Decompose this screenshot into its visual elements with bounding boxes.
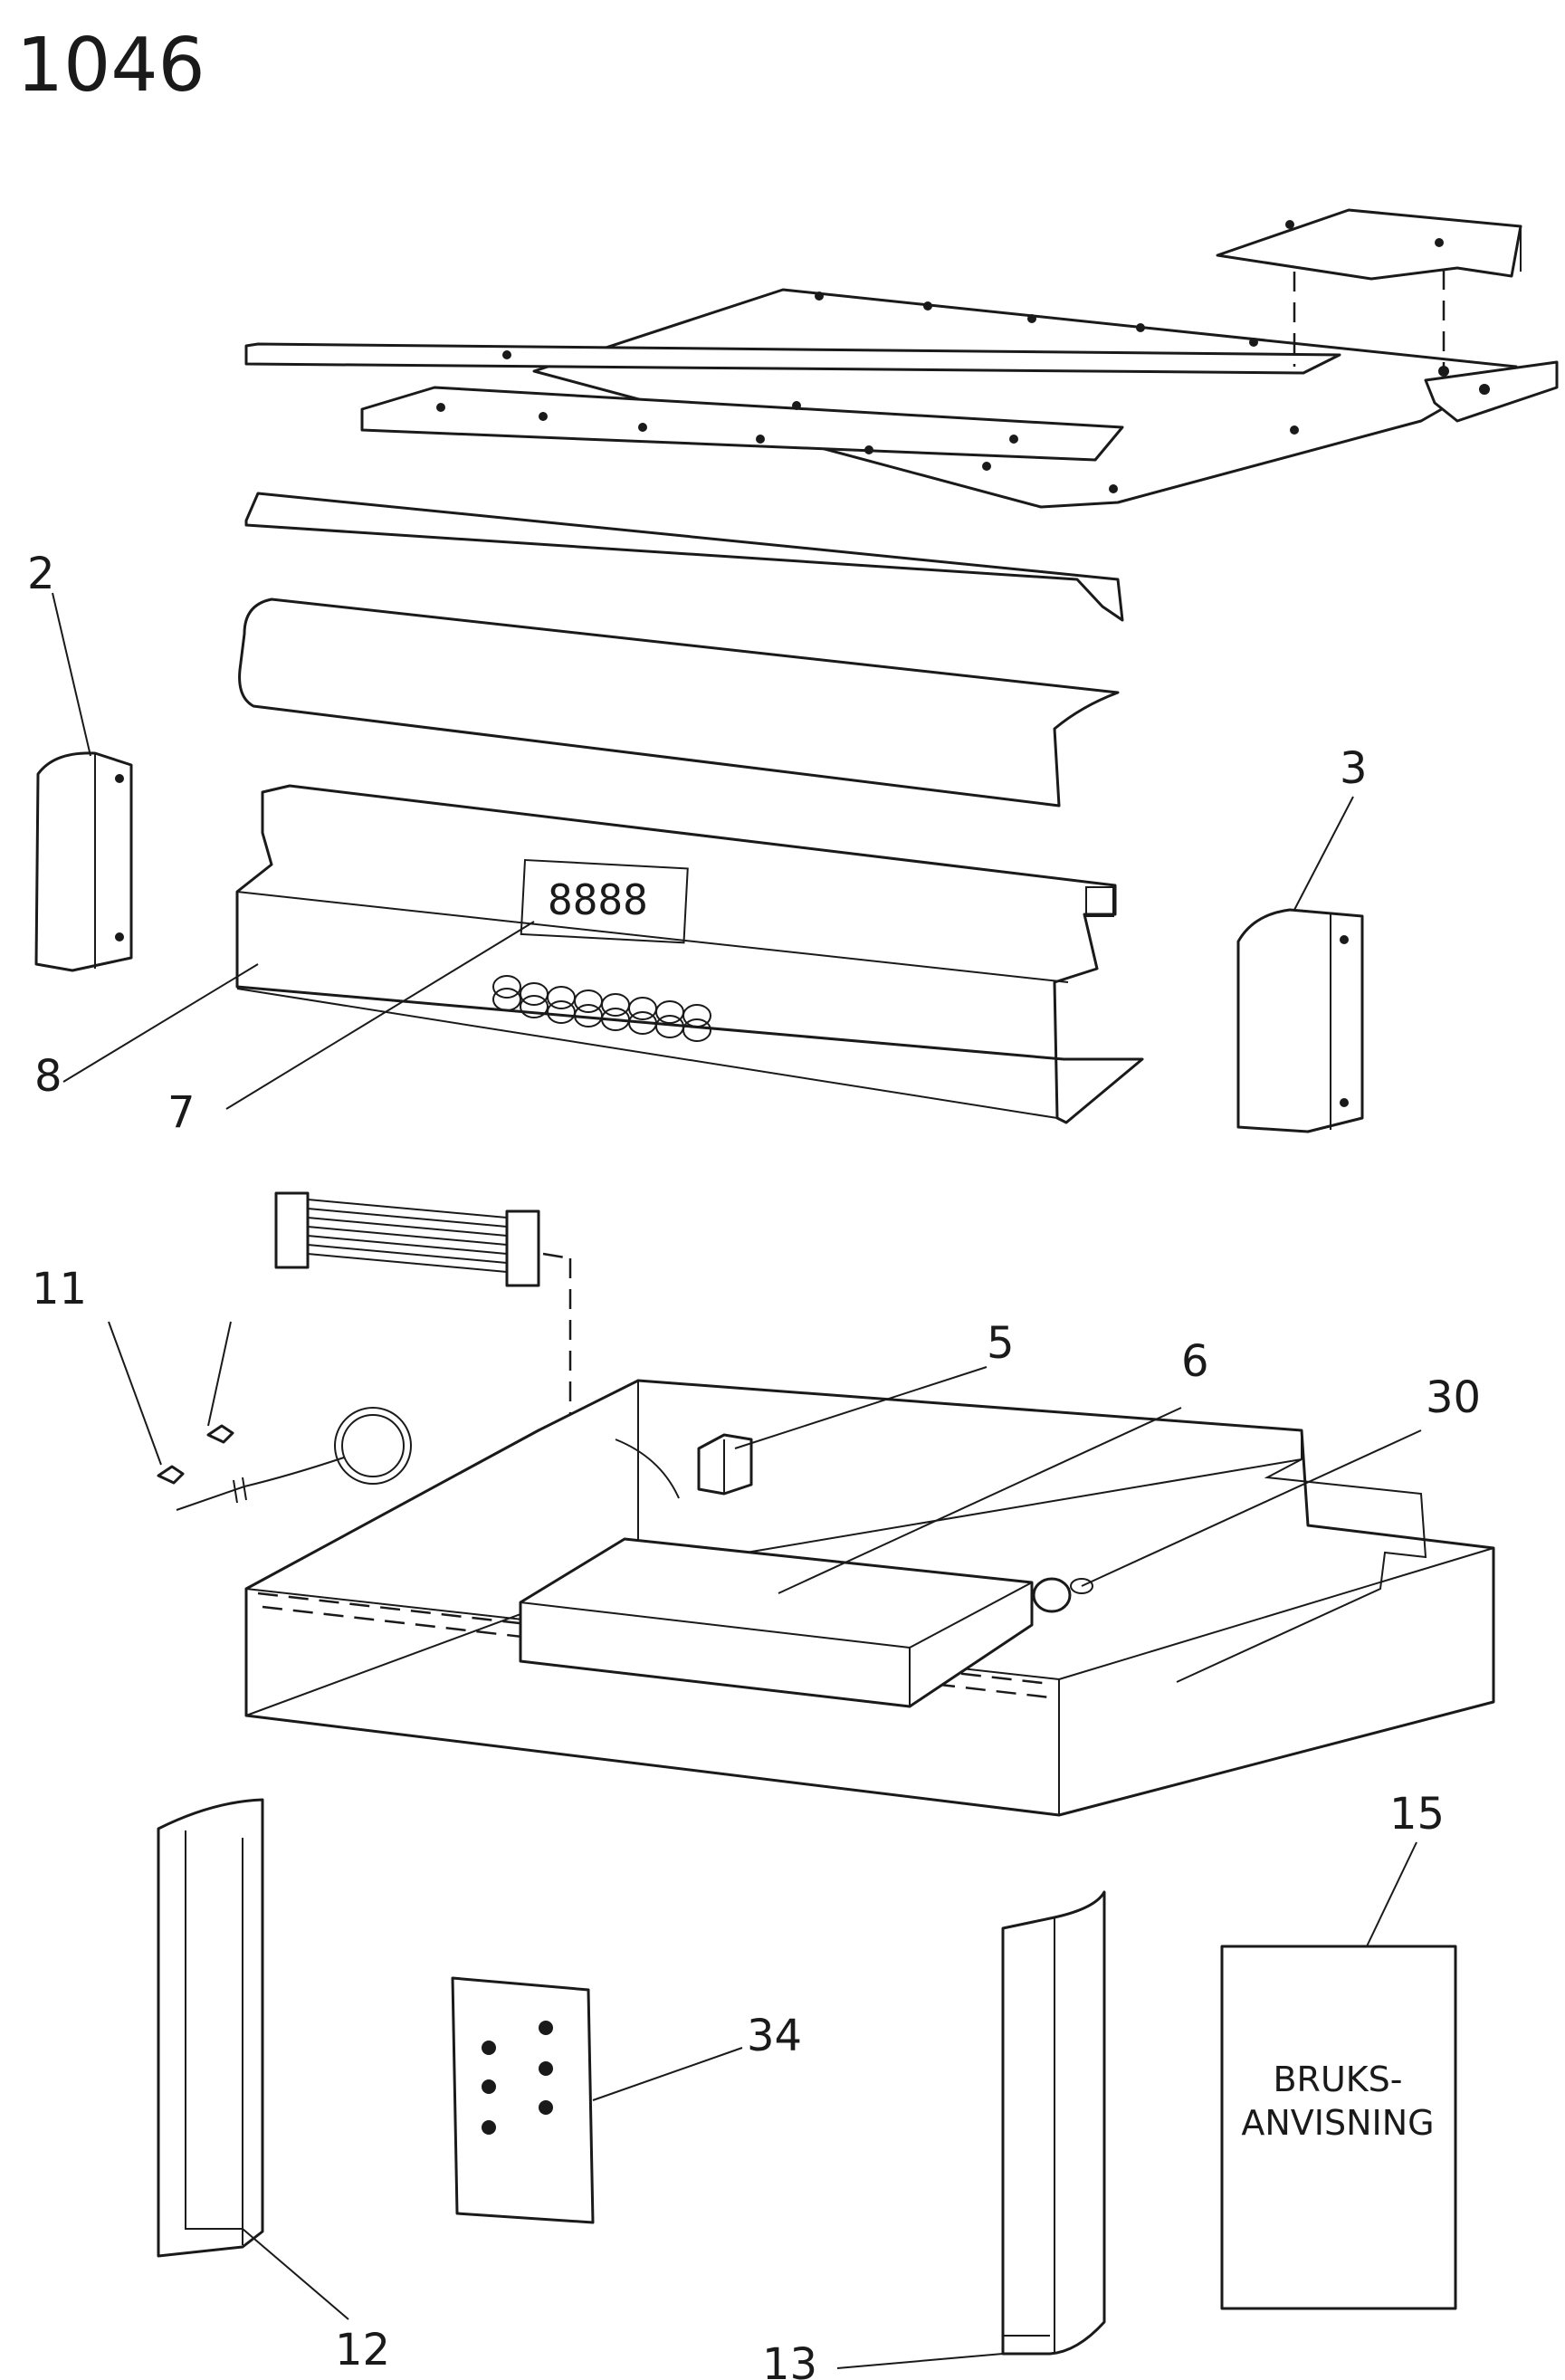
control-buttons bbox=[492, 975, 711, 1042]
callout-11: 11 bbox=[32, 1264, 87, 1314]
top-cover-plate bbox=[1216, 208, 1522, 281]
top-plate bbox=[532, 288, 1559, 509]
probe-cable bbox=[157, 1407, 412, 1511]
screw-bag bbox=[451, 1976, 595, 2224]
ribbon-cable bbox=[274, 1191, 540, 1287]
callout-8: 8 bbox=[34, 1051, 62, 1102]
instruction-booklet: BRUKS- ANVISNING bbox=[1220, 1945, 1457, 2310]
right-side-trim bbox=[1001, 1890, 1106, 2356]
callout-12: 12 bbox=[335, 2325, 390, 2375]
relay-block bbox=[697, 1433, 753, 1496]
booklet-title-line1: BRUKS- bbox=[1273, 2060, 1402, 2099]
circuit-board bbox=[519, 1537, 1034, 1708]
callout-labels: 2 3 5 6 7 8 11 12 13 15 30 34 bbox=[27, 549, 1481, 2380]
thermostat bbox=[1032, 1577, 1093, 1613]
front-profile-cover bbox=[238, 597, 1120, 808]
top-strip-rear bbox=[244, 342, 1341, 375]
left-side-trim bbox=[157, 1798, 264, 2258]
upper-channel-strip bbox=[244, 492, 1124, 622]
callout-7: 7 bbox=[167, 1087, 196, 1138]
callout-6: 6 bbox=[1181, 1336, 1209, 1387]
display-digits: 8888 bbox=[548, 875, 648, 924]
right-end-cap bbox=[1236, 908, 1364, 1133]
leader-lines bbox=[52, 592, 1422, 2369]
callout-30: 30 bbox=[1426, 1372, 1481, 1423]
callout-34: 34 bbox=[747, 2011, 802, 2061]
control-panel: 8888 bbox=[235, 784, 1144, 1124]
booklet-title-line2: ANVISNING bbox=[1241, 2103, 1434, 2143]
diagram-title: 1046 bbox=[16, 23, 205, 109]
callout-15: 15 bbox=[1389, 1789, 1445, 1840]
callout-2: 2 bbox=[27, 549, 55, 599]
left-end-cap bbox=[34, 751, 133, 972]
callout-13: 13 bbox=[762, 2339, 817, 2380]
callout-3: 3 bbox=[1340, 743, 1368, 794]
callout-5: 5 bbox=[987, 1318, 1015, 1369]
top-strip-front bbox=[360, 386, 1124, 471]
